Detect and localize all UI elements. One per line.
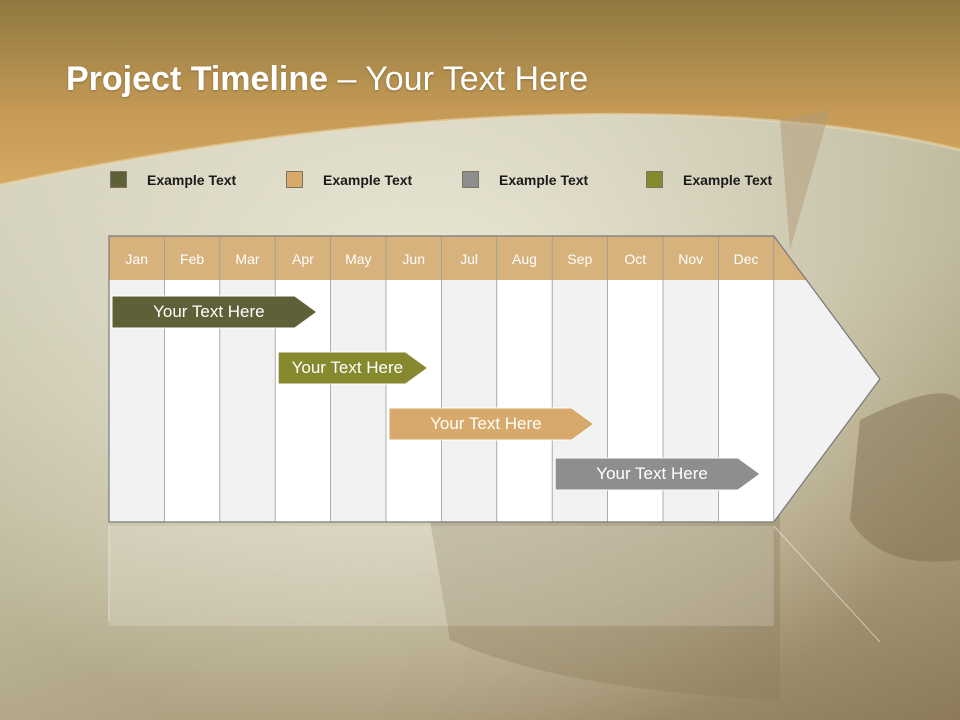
month-label: Feb [180,251,205,267]
page-title-main: Project Timeline [66,60,329,98]
task-bar [277,351,429,385]
month-label: Dec [733,251,759,267]
task-label: Your Text Here [153,302,265,321]
task-label: Your Text Here [596,464,708,483]
task-bar [554,457,761,491]
task-label: Your Text Here [430,414,542,433]
month-label: Aug [512,251,537,267]
legend-label: Example Text [323,172,413,188]
legend-label: Example Text [683,172,773,188]
legend-swatch [646,171,663,188]
page-title-rest: – Your Text Here [328,60,589,98]
legend-swatch [462,171,479,188]
month-column [496,280,553,522]
page-title: Project Timeline – Your Text Here [66,60,588,99]
timeline-reflection [109,526,774,626]
month-label: Oct [624,251,647,267]
month-label: Sep [567,251,593,267]
month-label: Jan [125,251,148,267]
legend-swatch [110,171,127,188]
task-label: Your Text Here [291,358,404,377]
legend-label: Example Text [147,172,237,188]
task-bar [388,407,595,441]
timeline-arrow-outline [108,235,881,523]
legend-swatch [286,171,303,188]
month-header-band [109,236,808,280]
month-label: May [345,251,372,267]
month-label: Jun [402,251,425,267]
month-label: Nov [678,251,704,267]
task-bar [111,295,318,329]
month-label: Mar [235,251,260,267]
month-label: Jul [460,251,479,267]
month-label: Apr [291,251,314,267]
reflection-edge [773,525,881,643]
legend-label: Example Text [499,172,589,188]
month-column [386,280,442,522]
